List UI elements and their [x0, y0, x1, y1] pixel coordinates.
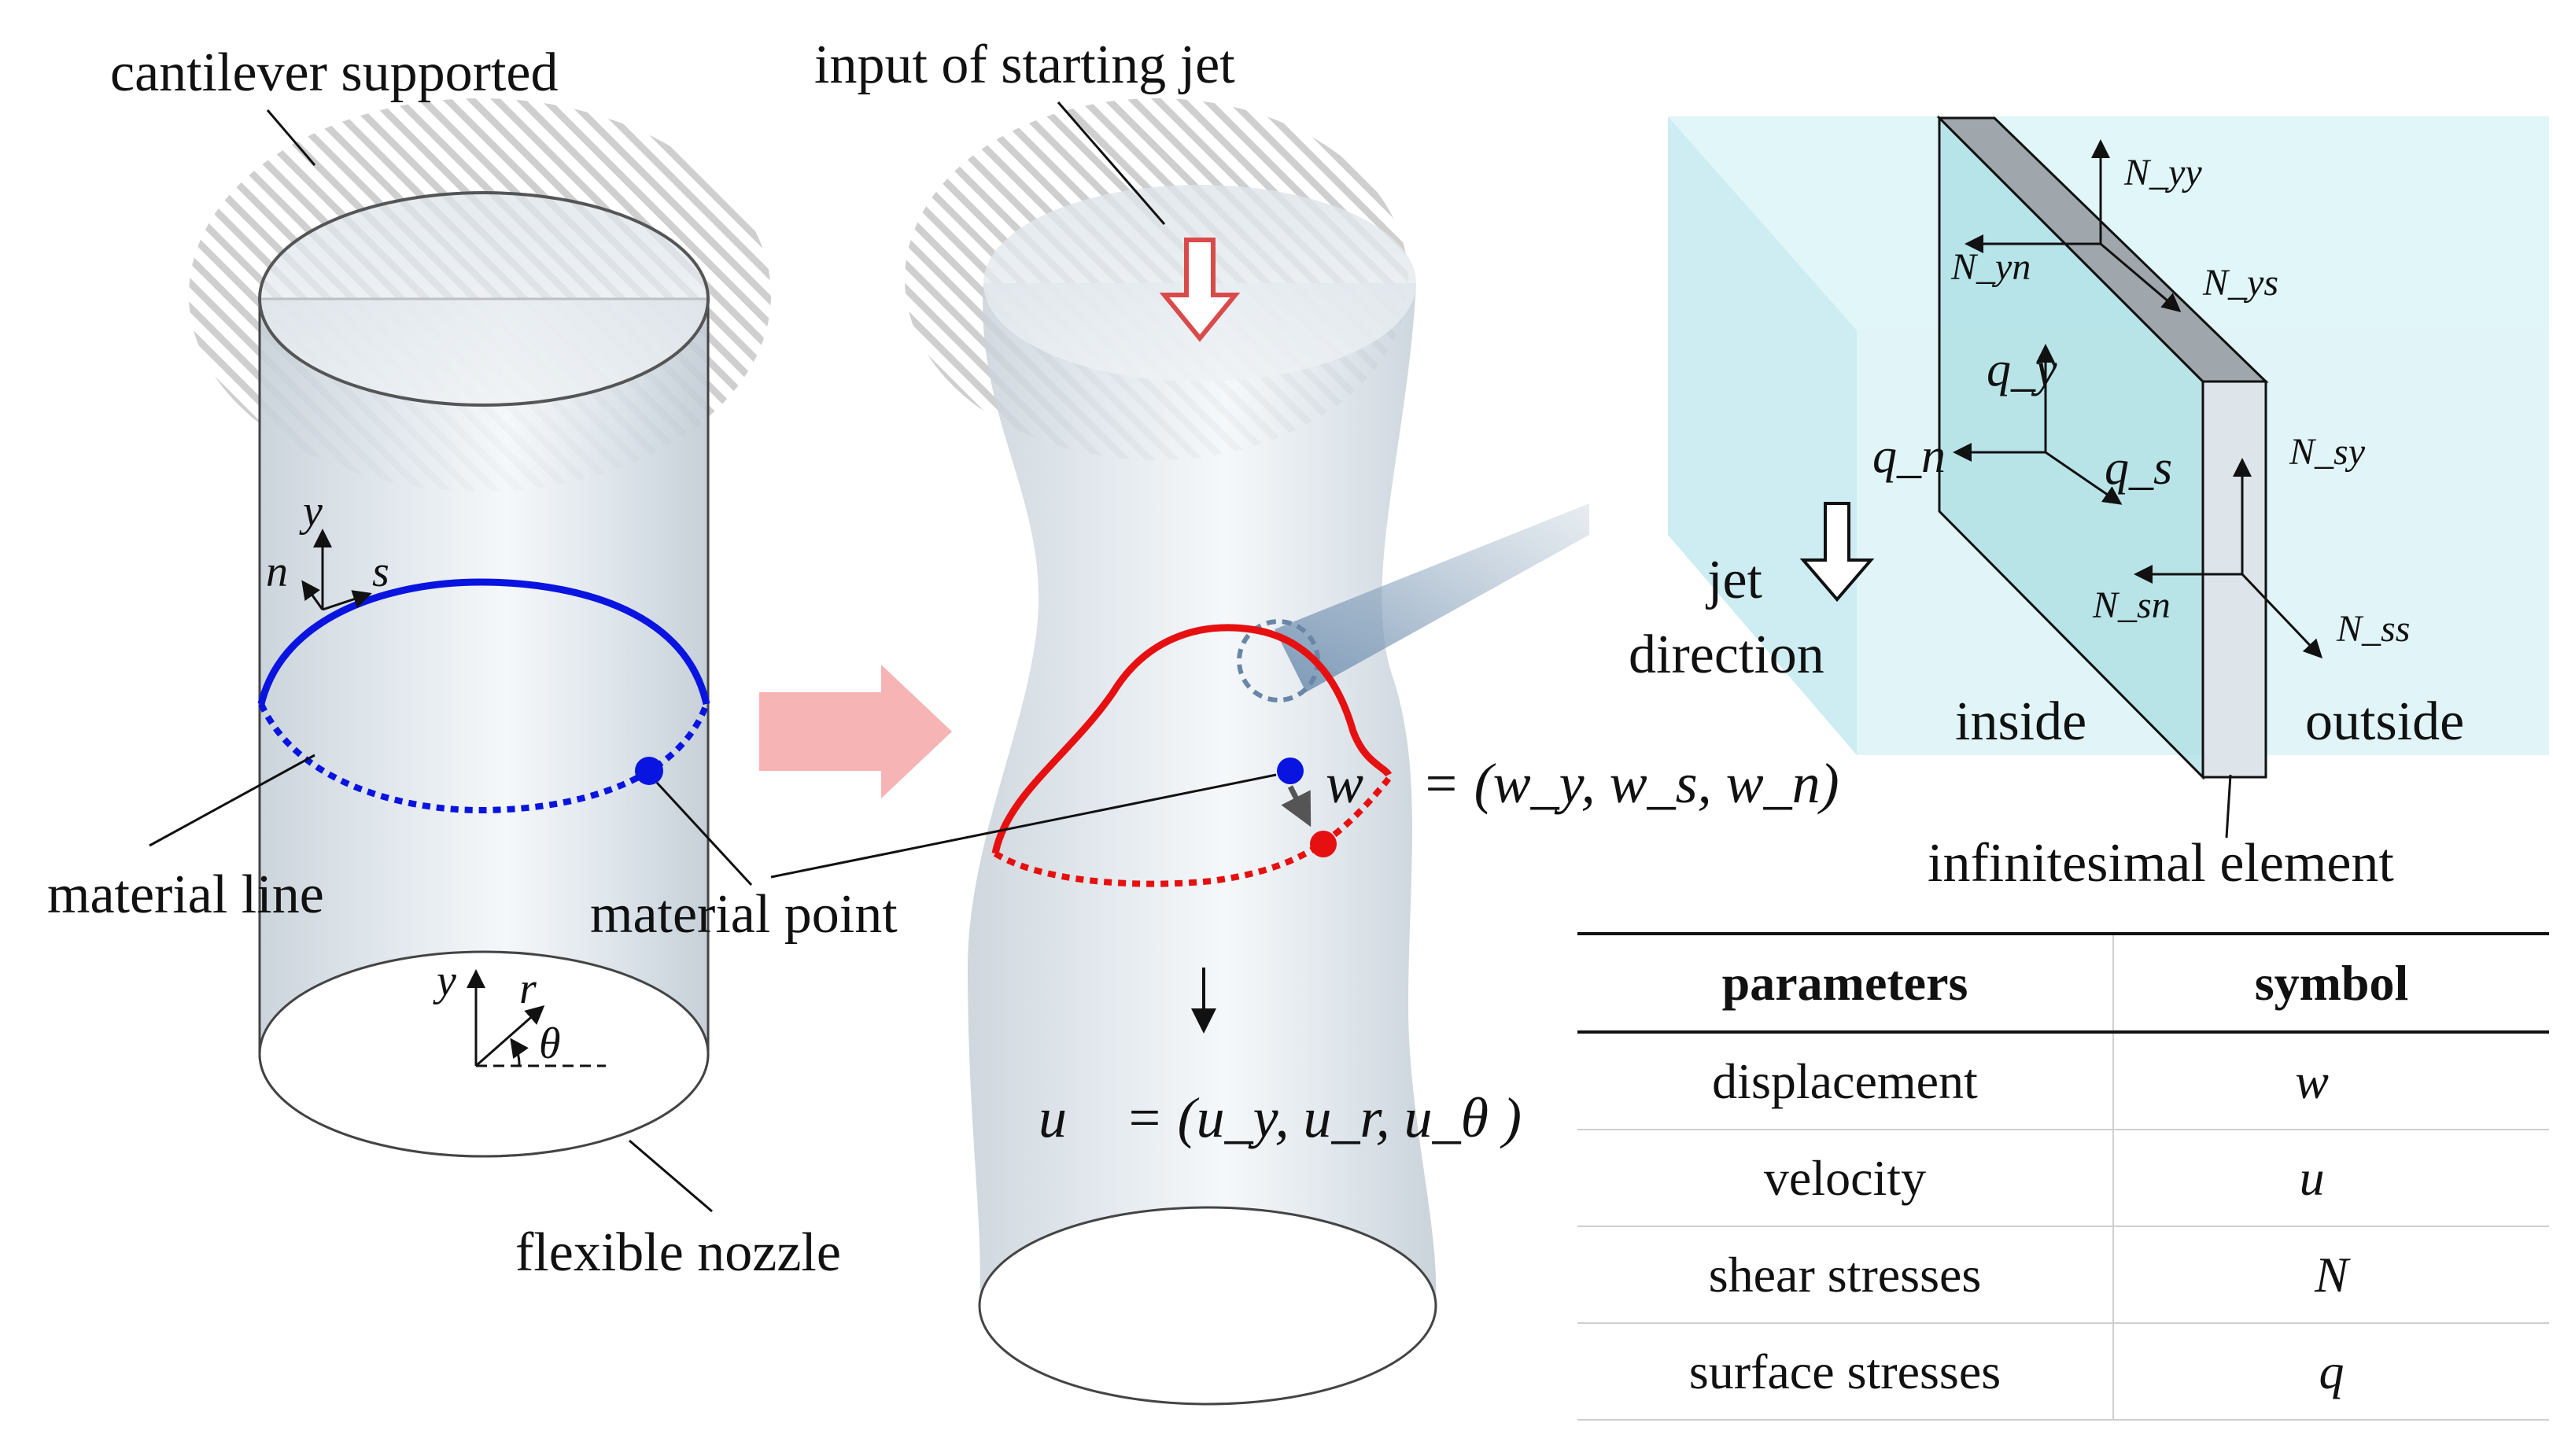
deformed-tube-body — [968, 283, 1437, 1306]
table-cell-parameter: shear stresses — [1577, 1226, 2114, 1323]
label-direction: direction — [1629, 625, 1824, 685]
deformed-line-solid — [991, 624, 1393, 854]
table-cell-parameter: surface stresses — [1577, 1322, 2114, 1421]
label-Nsn: N_sn — [2092, 584, 2171, 626]
axis-bottom-r: r — [519, 964, 537, 1013]
label-qn: q_n — [1872, 429, 1946, 483]
label-Nys: N_ys — [2202, 262, 2278, 304]
table-row: surface stresses q — [1577, 1322, 2549, 1421]
table-row: velocity u⃗ — [1577, 1129, 2549, 1226]
axis-top-s: s — [372, 547, 389, 596]
table-row: displacement w⃗ — [1577, 1031, 2549, 1130]
axis-top-y: y — [299, 487, 323, 536]
label-Nss: N_ss — [2336, 608, 2410, 650]
table-cell-symbol: w⃗ — [2113, 1031, 2549, 1130]
material-point-blue — [635, 757, 663, 785]
label-Nyn: N_yn — [1950, 246, 2031, 288]
label-Nyy: N_yy — [2123, 152, 2202, 194]
jet-input-arrow — [1159, 238, 1241, 342]
left-bottom-opening — [258, 950, 710, 1158]
table-cell-symbol: q — [2113, 1322, 2549, 1421]
label-outside: outside — [2305, 691, 2464, 752]
element-box — [1668, 115, 2549, 839]
axis-top-n: n — [266, 547, 288, 596]
transition-arrow — [759, 665, 952, 798]
table-cell-parameter: displacement — [1577, 1031, 2114, 1130]
left-cylinder: y n s y r θ — [189, 98, 771, 1158]
table-header-parameters: parameters — [1577, 934, 2114, 1034]
table-header-symbol: symbol — [2113, 934, 2549, 1034]
material-point-displaced — [1310, 831, 1337, 857]
axis-bottom-y: y — [433, 957, 456, 1005]
label-input-jet: input of starting jet — [814, 35, 1235, 95]
label-material-line: material line — [47, 864, 324, 925]
label-flexible-nozzle: flexible nozzle — [515, 1222, 841, 1283]
label-infinitesimal: infinitesimal element — [1928, 833, 2394, 894]
label-inside: inside — [1955, 691, 2086, 752]
table-cell-symbol: N — [2113, 1226, 2549, 1323]
equation-u: u⃗ = (u_y, u_r, u_θ ) — [1039, 1086, 1522, 1149]
material-line-solid — [257, 578, 710, 706]
zoom-beam — [1275, 503, 1589, 692]
plate-side-face — [2201, 380, 2267, 779]
label-cantilever: cantilever supported — [110, 42, 559, 103]
parameters-table: parameters symbol displacement w⃗ veloci… — [1577, 932, 2549, 1421]
axis-bottom-theta: θ — [539, 1019, 561, 1068]
label-jet: jet — [1705, 550, 1763, 610]
deformed-nozzle — [905, 98, 1589, 1406]
equation-w: w⃗ = (w_y, w_s, w_n) — [1326, 752, 1839, 815]
deformed-bottom-opening — [978, 1206, 1437, 1406]
label-qs: q_s — [2105, 441, 2172, 495]
jet-direction-arrow — [1799, 502, 1875, 603]
label-qy: q_y — [1987, 343, 2057, 396]
table-cell-symbol: u⃗ — [2113, 1129, 2549, 1226]
table-header-row: parameters symbol — [1577, 934, 2549, 1034]
material-point-original — [1277, 757, 1304, 784]
left-top-cap — [258, 191, 710, 407]
table-row: shear stresses N — [1577, 1226, 2549, 1323]
label-material-point: material point — [590, 884, 898, 945]
table-cell-parameter: velocity — [1577, 1129, 2114, 1226]
label-Nsy: N_sy — [2289, 431, 2366, 473]
deformed-line-dotted — [993, 776, 1392, 887]
